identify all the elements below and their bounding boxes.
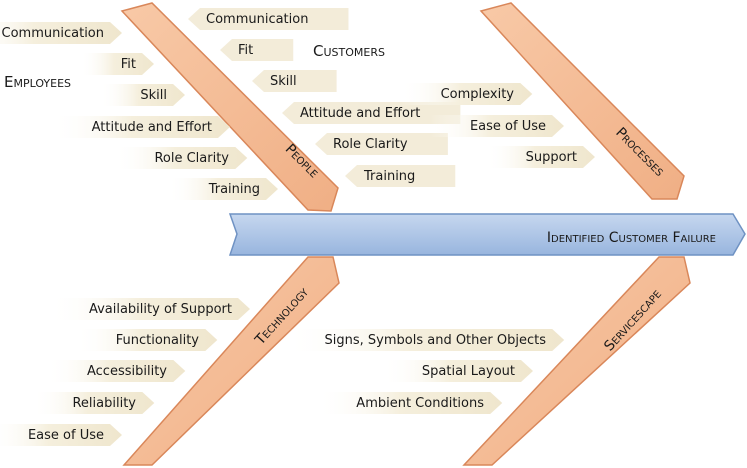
customers-factor-tag <box>315 133 448 155</box>
customers-factor-tag <box>345 165 456 187</box>
processes-factor-label: Complexity <box>441 87 515 102</box>
processes-factor-tag <box>429 115 564 137</box>
employees-heading: Employees <box>4 73 71 91</box>
servicescape-factor-tag <box>316 392 503 414</box>
customers-factor-label: Attitude and Effort <box>300 106 420 121</box>
technology-factor-label: Availability of Support <box>89 302 232 317</box>
customers-factor-label: Role Clarity <box>333 137 408 152</box>
spine-arrow <box>228 213 746 256</box>
technology-factor-tag <box>32 392 155 414</box>
customers-factor-tag <box>282 102 461 124</box>
customers-factor-label: Training <box>363 169 415 184</box>
customers-factor-tag <box>220 39 294 61</box>
technology-factor-label: Functionality <box>116 333 200 348</box>
employees-factor-tag <box>167 178 278 200</box>
processes-factor-tag <box>400 83 533 105</box>
employees-factor-tag <box>51 116 230 138</box>
servicescape-factor-tag <box>284 329 565 351</box>
processes-factor-label: Ease of Use <box>470 119 546 134</box>
employees-factor-tag <box>100 84 185 106</box>
servicescape-factor-label: Spatial Layout <box>422 364 515 379</box>
technology-factor-label: Ease of Use <box>28 428 104 443</box>
technology-bone <box>122 256 340 466</box>
technology-factor-label: Accessibility <box>87 364 167 379</box>
spine-label: Identified Customer Failure <box>547 230 716 246</box>
employees-factor-label: Fit <box>121 57 136 72</box>
people-bone <box>120 2 339 212</box>
employees-factor-tag <box>0 22 122 44</box>
customers-factor-tag <box>252 70 337 92</box>
technology-factor-label: Reliability <box>72 396 136 411</box>
customers-heading: Customers <box>313 42 385 60</box>
employees-factor-label: Skill <box>140 88 167 103</box>
technology-factor-tag <box>75 329 218 351</box>
employees-factor-label: Role Clarity <box>154 151 229 166</box>
employees-factor-tag <box>114 147 248 169</box>
employees-factor-label: Attitude and Effort <box>92 120 212 135</box>
servicescape-factor-label: Signs, Symbols and Other Objects <box>325 333 547 348</box>
customers-factor-label: Fit <box>238 43 253 58</box>
employees-factor-tag <box>80 53 154 75</box>
customers-factor-label: Communication <box>206 12 308 27</box>
customers-factor-tag <box>188 8 349 30</box>
technology-factor-tag <box>47 360 186 382</box>
processes-bone <box>479 2 685 200</box>
technology-factor-tag <box>48 298 250 320</box>
processes-factor-tag <box>485 146 595 168</box>
technology-factor-tag <box>0 424 122 446</box>
servicescape-factor-tag <box>381 360 533 382</box>
employees-factor-label: Training <box>208 182 260 197</box>
processes-factor-label: Support <box>526 150 577 165</box>
servicescape-factor-label: Ambient Conditions <box>356 396 484 411</box>
employees-factor-label: Communication <box>2 26 104 41</box>
customers-factor-label: Skill <box>270 74 297 89</box>
servicescape-bone <box>462 256 691 466</box>
